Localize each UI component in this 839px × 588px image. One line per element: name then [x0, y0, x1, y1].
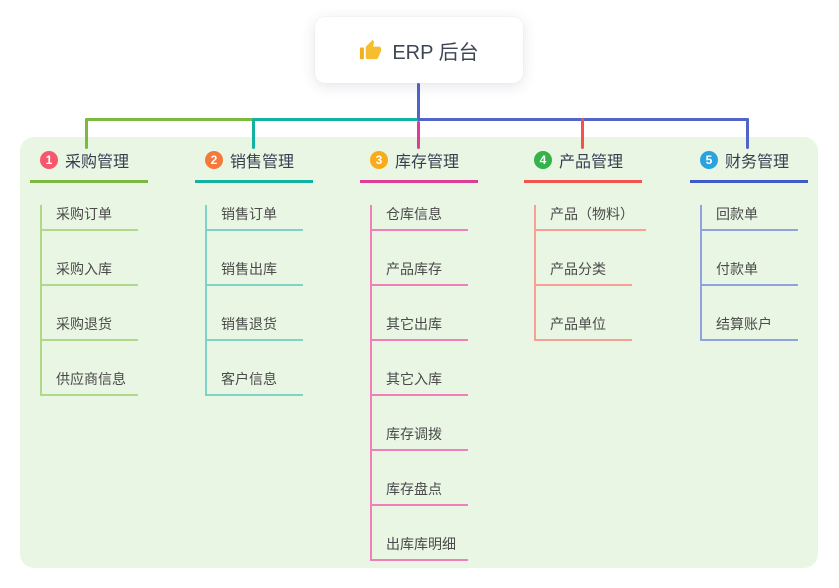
mindmap-node[interactable]: 付款单 [702, 260, 798, 286]
branch-label: 销售管理 [230, 154, 295, 171]
branch-number-badge: 5 [700, 151, 718, 169]
root-node[interactable]: ERP 后台 [315, 17, 523, 83]
branches-panel [20, 137, 818, 568]
connector-drop-branch-3 [417, 121, 420, 149]
mindmap-node[interactable]: 供应商信息 [42, 370, 138, 396]
branch-children: 销售订单 销售出库 销售退货 客户信息 [205, 205, 345, 396]
branch-header[interactable]: 3 库存管理 [360, 148, 478, 183]
mindmap-node[interactable]: 出库库明细 [372, 535, 468, 561]
branch-label: 财务管理 [725, 154, 790, 171]
branch-header[interactable]: 4 产品管理 [524, 148, 642, 183]
connector-drop-branch-2 [252, 118, 255, 149]
mindmap-node[interactable]: 客户信息 [207, 370, 303, 396]
branch-children: 采购订单 采购入库 采购退货 供应商信息 [40, 205, 180, 396]
branch-children: 仓库信息 产品库存 其它出库 其它入库 库存调拨 库存盘点 出库库明细 [370, 205, 510, 561]
mindmap-node[interactable]: 销售退货 [207, 315, 303, 341]
mindmap-node[interactable]: 产品库存 [372, 260, 468, 286]
branch-header[interactable]: 1 采购管理 [30, 148, 148, 183]
connector-drop-branch-5 [746, 118, 749, 149]
branch-column-finance: 5 财务管理 回款单 付款单 结算账户 [690, 148, 839, 341]
mindmap-node[interactable]: 回款单 [702, 205, 798, 231]
mindmap-node[interactable]: 产品分类 [536, 260, 632, 286]
branch-column-product: 4 产品管理 产品（物料） 产品分类 产品单位 [524, 148, 674, 341]
mindmap-node[interactable]: 产品（物料） [536, 205, 646, 231]
branch-number-badge: 2 [205, 151, 223, 169]
branch-header[interactable]: 2 销售管理 [195, 148, 313, 183]
branch-number-badge: 1 [40, 151, 58, 169]
branch-column-inventory: 3 库存管理 仓库信息 产品库存 其它出库 其它入库 库存调拨 库存盘点 出库库… [360, 148, 510, 561]
mindmap-node[interactable]: 采购退货 [42, 315, 138, 341]
mindmap-node[interactable]: 采购订单 [42, 205, 138, 231]
root-label: ERP 后台 [392, 41, 479, 64]
branch-number-badge: 4 [534, 151, 552, 169]
connector-bus-teal [252, 118, 418, 121]
mindmap-node[interactable]: 仓库信息 [372, 205, 468, 231]
mindmap-node[interactable]: 其它出库 [372, 315, 468, 341]
branch-column-procurement: 1 采购管理 采购订单 采购入库 采购退货 供应商信息 [30, 148, 180, 396]
mindmap-node[interactable]: 库存盘点 [372, 480, 468, 506]
branch-column-sales: 2 销售管理 销售订单 销售出库 销售退货 客户信息 [195, 148, 345, 396]
thumbs-up-icon [360, 39, 382, 59]
mindmap-node[interactable]: 产品单位 [536, 315, 632, 341]
branch-label: 产品管理 [559, 154, 624, 171]
mindmap-node[interactable]: 销售出库 [207, 260, 303, 286]
connector-bus-green [85, 118, 253, 121]
connector-drop-branch-1 [85, 118, 88, 149]
branch-label: 采购管理 [65, 154, 130, 171]
branch-label: 库存管理 [395, 154, 460, 171]
branch-children: 回款单 付款单 结算账户 [700, 205, 839, 341]
branch-number-badge: 3 [370, 151, 388, 169]
connector-trunk [417, 83, 420, 119]
connector-drop-branch-4 [581, 118, 584, 149]
mindmap-node[interactable]: 结算账户 [702, 315, 798, 341]
branch-children: 产品（物料） 产品分类 产品单位 [534, 205, 674, 341]
mindmap-node[interactable]: 其它入库 [372, 370, 468, 396]
mindmap-node[interactable]: 库存调拨 [372, 425, 468, 451]
branch-header[interactable]: 5 财务管理 [690, 148, 808, 183]
mindmap-node[interactable]: 销售订单 [207, 205, 303, 231]
mindmap-node[interactable]: 采购入库 [42, 260, 138, 286]
